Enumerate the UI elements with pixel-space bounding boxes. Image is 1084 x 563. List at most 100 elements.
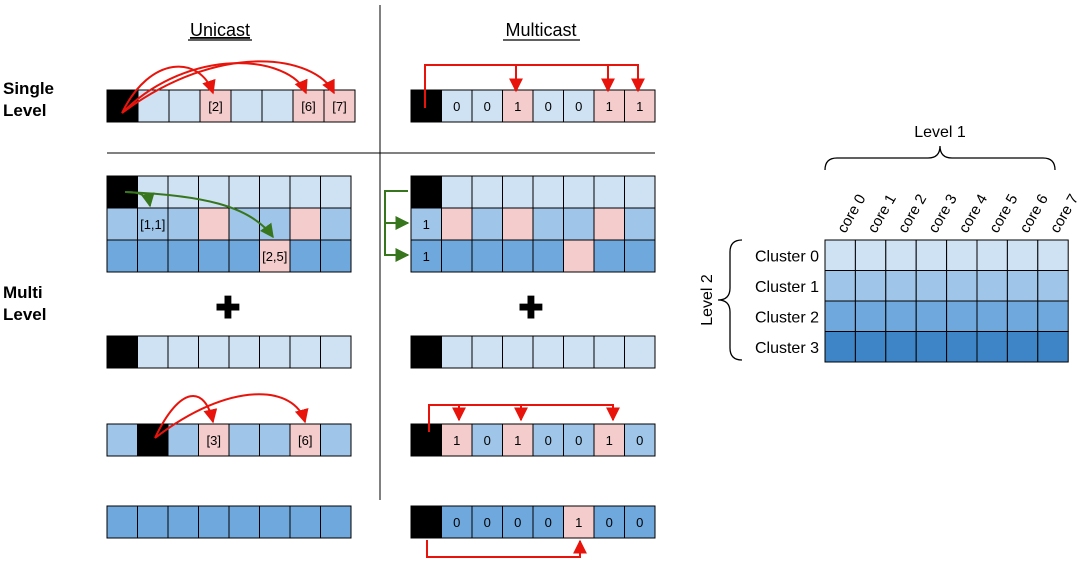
cell-label: 0: [484, 515, 491, 530]
target-cell: [563, 239, 595, 273]
core-label: core 5: [986, 191, 1022, 236]
grid-cell: [976, 239, 1008, 271]
cell-label: 1: [606, 433, 613, 448]
multicast-single-arrows: [424, 64, 645, 108]
core-cell: [624, 335, 656, 369]
core-label: core 7: [1047, 191, 1083, 236]
source-cell: [410, 505, 442, 539]
grid-cell: [915, 300, 948, 332]
grid-cell: [915, 270, 948, 302]
grid-cell: [1006, 270, 1039, 302]
core-cell: [259, 505, 291, 539]
cell-label: 0: [453, 99, 460, 114]
grid-cell: [915, 239, 948, 271]
cell-label: 1: [514, 99, 521, 114]
grid-cell: [1006, 331, 1039, 363]
core-cell: [593, 505, 625, 539]
grid-cell: [1037, 331, 1069, 363]
cell-label: 0: [636, 515, 643, 530]
strip-multi-multi-r0: [410, 175, 656, 209]
core-cell: [230, 89, 263, 123]
level1-label: Level 1: [914, 124, 966, 141]
core-cell: [502, 239, 534, 273]
grid-cell: [946, 270, 978, 302]
target-cell: [289, 423, 321, 457]
single-level-label-line2: Level: [3, 101, 46, 120]
cell-label: 0: [514, 515, 521, 530]
core-cell: [261, 89, 294, 123]
core-cell: [563, 335, 595, 369]
grid-cell: [1037, 300, 1069, 332]
grid-cell: [854, 300, 887, 332]
multicast-header: Multicast: [505, 20, 576, 40]
core-cell: [289, 239, 321, 273]
target-cell: [502, 423, 534, 457]
core-label: core 1: [864, 191, 900, 236]
core-cell: [198, 505, 230, 539]
source-cell: [410, 89, 442, 123]
core-cell: [320, 239, 352, 273]
cell-label: 1: [423, 249, 430, 264]
strip-uni-multi-r1: [1,1]: [106, 207, 352, 241]
cell-label: 0: [484, 99, 491, 114]
cell-label: [1,1]: [140, 217, 165, 232]
core-cell: [532, 207, 564, 241]
strip-multi-l1-strip: [410, 335, 656, 369]
grid-cell: [824, 239, 856, 271]
level2-label: Level 2: [699, 274, 716, 326]
target-cell: [323, 89, 356, 123]
target-cell: [198, 207, 230, 241]
core-cell: [289, 175, 321, 209]
core-cell: [106, 505, 138, 539]
core-cell: [259, 207, 291, 241]
cell-label: [3]: [207, 433, 221, 448]
core-cell: [320, 335, 352, 369]
core-cell: [167, 239, 199, 273]
core-cell: [228, 175, 260, 209]
core-cell: [320, 423, 352, 457]
core-cell: [624, 207, 656, 241]
core-cell: [198, 335, 230, 369]
target-cell: [593, 423, 625, 457]
core-cell: [137, 335, 169, 369]
core-cell: [471, 175, 503, 209]
target-cell: [502, 207, 534, 241]
plus-icon-multicast: ✚: [518, 292, 543, 325]
core-cell: [593, 239, 625, 273]
level1-brace: [824, 145, 1056, 171]
target-cell: [593, 207, 625, 241]
core-cell: [624, 505, 656, 539]
core-cell: [228, 505, 260, 539]
cell-label: 1: [423, 217, 430, 232]
cluster-label: Cluster 1: [755, 279, 819, 296]
strip-uni-l2a-strip: [3][6]: [106, 423, 352, 457]
core-cell: [471, 239, 503, 273]
grid-cell: [854, 239, 887, 271]
cluster-label: Cluster 2: [755, 309, 819, 326]
single-level-label-line1: Single: [3, 79, 54, 98]
core-cell: [106, 423, 138, 457]
grid-cell: [1006, 300, 1039, 332]
core-cell: [593, 335, 625, 369]
core-cell: [624, 239, 656, 273]
core-cell: [259, 423, 291, 457]
source-cell: [106, 335, 138, 369]
cell-label: 0: [545, 515, 552, 530]
level2-brace: [717, 239, 743, 361]
grid-cell: [885, 331, 917, 363]
multicast-multi-green-arrows: [384, 190, 410, 262]
core-cell: [320, 175, 352, 209]
strip-uni-l2b-strip: [106, 505, 352, 539]
core-cell: [167, 335, 199, 369]
core-cell: [168, 89, 201, 123]
core-cell: [167, 207, 199, 241]
grid-cell: [1037, 270, 1069, 302]
unicast-multi-green-arrows: [124, 191, 274, 239]
core-cell: [167, 175, 199, 209]
core-label: core 2: [895, 191, 931, 236]
target-cell: [292, 89, 325, 123]
grid-cell: [824, 300, 856, 332]
